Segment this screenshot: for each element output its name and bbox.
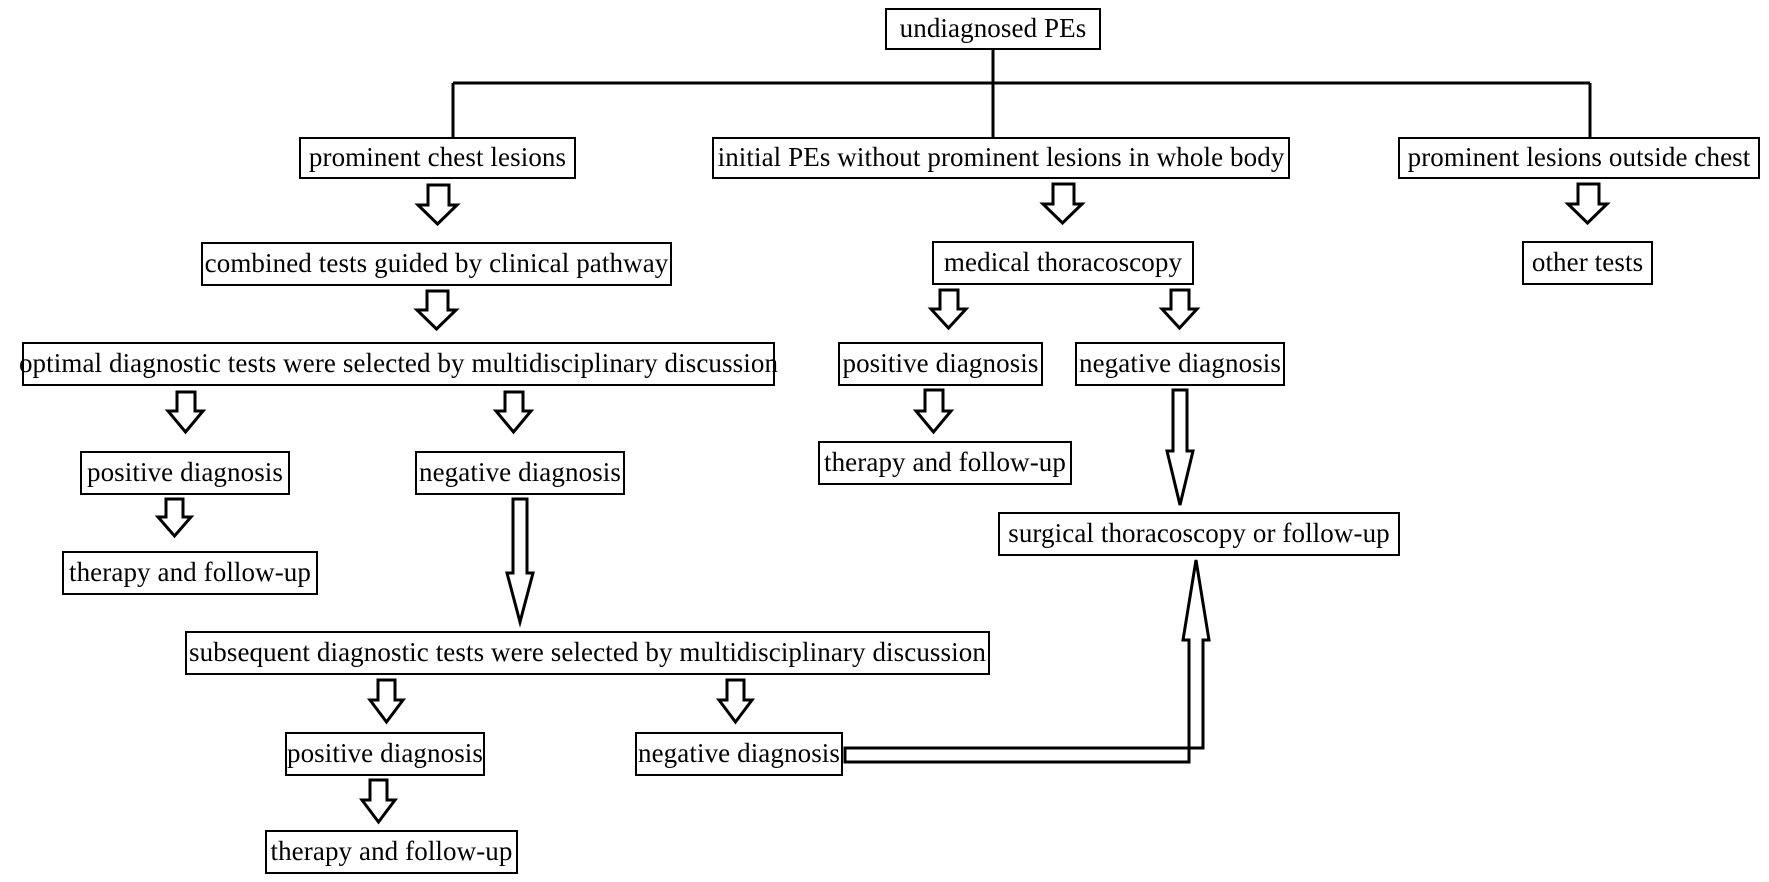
node-label: prominent lesions outside chest — [1407, 141, 1751, 172]
node-surgical-thoracoscopy-or-follow-up[interactable]: surgical thoracoscopy or follow-up — [998, 512, 1400, 556]
node-label: therapy and follow-up — [823, 446, 1067, 477]
node-optimal-diagnostic-tests[interactable]: optimal diagnostic tests were selected b… — [18, 342, 779, 386]
node-label: therapy and follow-up — [68, 556, 312, 587]
node-label: surgical thoracoscopy or follow-up — [1008, 517, 1390, 548]
arrow-negative-return-to-surgical — [843, 559, 1211, 764]
node-label: undiagnosed PEs — [899, 12, 1087, 43]
arrow-outside-to-other — [1564, 182, 1611, 226]
arrow-optimal-to-negative — [492, 390, 535, 435]
node-positive-diagnosis-thoracoscopy[interactable]: positive diagnosis — [838, 342, 1043, 386]
node-positive-diagnosis-subsequent[interactable]: positive diagnosis — [285, 732, 485, 776]
arrow-subsequent-to-negative — [716, 678, 755, 725]
node-negative-diagnosis-thoracoscopy[interactable]: negative diagnosis — [1075, 342, 1285, 386]
node-therapy-follow-up-subsequent[interactable]: therapy and follow-up — [265, 830, 518, 874]
node-negative-diagnosis-subsequent[interactable]: negative diagnosis — [635, 732, 843, 776]
node-therapy-follow-up-thoracoscopy[interactable]: therapy and follow-up — [818, 441, 1072, 485]
node-label: positive diagnosis — [86, 456, 284, 487]
node-label: therapy and follow-up — [270, 835, 513, 866]
node-label: other tests — [1531, 246, 1644, 277]
node-positive-diagnosis-optimal[interactable]: positive diagnosis — [80, 451, 290, 495]
arrow-initial-to-thoracoscopy — [1039, 182, 1086, 226]
node-label: medical thoracoscopy — [943, 246, 1183, 277]
node-prominent-chest-lesions[interactable]: prominent chest lesions — [299, 137, 576, 179]
node-label: negative diagnosis — [419, 456, 622, 487]
arrow-chest-to-combined — [414, 183, 461, 227]
node-label: positive diagnosis — [842, 347, 1039, 378]
node-label: optimal diagnostic tests were selected b… — [18, 347, 779, 378]
node-negative-diagnosis-optimal[interactable]: negative diagnosis — [415, 451, 625, 495]
node-label: combined tests guided by clinical pathwa… — [204, 247, 669, 278]
node-medical-thoracoscopy[interactable]: medical thoracoscopy — [932, 241, 1194, 285]
arrow-positive-to-therapy-middle — [912, 388, 955, 435]
node-other-tests[interactable]: other tests — [1522, 241, 1653, 285]
arrow-negative-to-surgical-long — [1165, 388, 1195, 506]
node-combined-tests-clinical-pathway[interactable]: combined tests guided by clinical pathwa… — [201, 242, 672, 286]
node-therapy-follow-up-optimal[interactable]: therapy and follow-up — [62, 551, 318, 595]
arrow-thoracoscopy-to-positive — [927, 288, 970, 331]
arrow-negative-to-subsequent-long — [505, 497, 535, 628]
arrow-positive-to-therapy-bottom — [359, 778, 398, 825]
node-label: negative diagnosis — [1079, 347, 1282, 378]
arrow-thoracoscopy-to-negative — [1158, 288, 1201, 331]
arrow-combined-to-optimal — [413, 289, 460, 332]
node-label: subsequent diagnostic tests were selecte… — [189, 636, 986, 667]
node-label: initial PEs without prominent lesions in… — [717, 141, 1285, 172]
node-undiagnosed-pes[interactable]: undiagnosed PEs — [885, 8, 1101, 50]
node-label: negative diagnosis — [638, 737, 841, 768]
arrow-positive-to-therapy-left — [154, 497, 195, 539]
arrow-subsequent-to-positive — [367, 678, 406, 725]
node-label: prominent chest lesions — [308, 141, 567, 172]
node-prominent-lesions-outside-chest[interactable]: prominent lesions outside chest — [1398, 137, 1760, 179]
node-subsequent-diagnostic-tests[interactable]: subsequent diagnostic tests were selecte… — [185, 631, 990, 675]
node-initial-pes-without-prominent-lesions[interactable]: initial PEs without prominent lesions in… — [712, 137, 1290, 179]
arrow-optimal-to-positive — [164, 390, 207, 435]
node-label: positive diagnosis — [286, 737, 484, 768]
